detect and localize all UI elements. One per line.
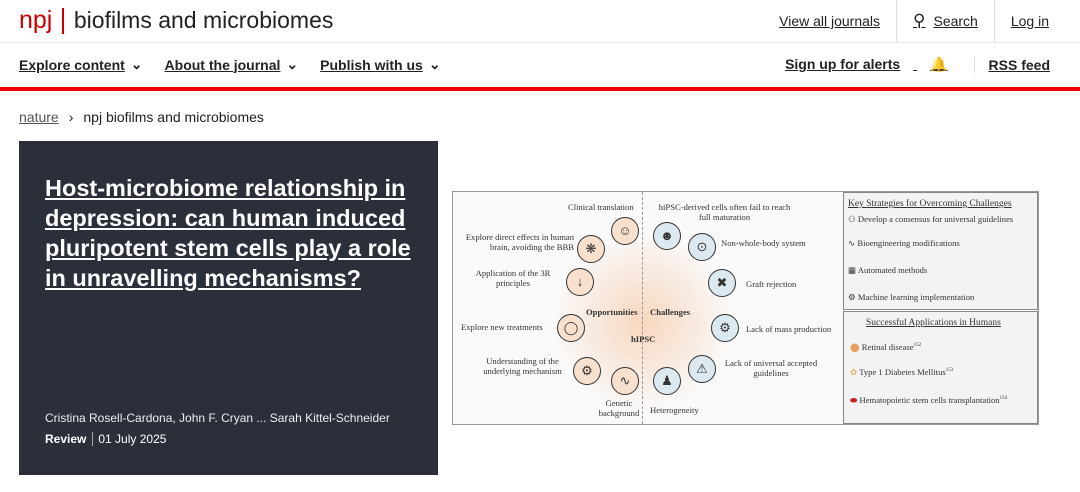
ref: 152: [913, 343, 922, 348]
alerts-label: Sign up for alerts: [785, 56, 901, 72]
strategy-label: Develop a consensus for universal guidel…: [857, 214, 1014, 224]
pancreas-icon: ✿: [850, 366, 858, 377]
blood-cell-icon: ⬬: [850, 394, 858, 405]
main-nav: Explore content ⌄ About the journal ⌄ Publ…: [19, 56, 441, 73]
warning-icon: ⚠: [688, 355, 716, 383]
fig-center-label: Challenges: [650, 307, 691, 317]
mouse-icon: ↓: [566, 268, 594, 296]
fig-center-label: Opportunities: [586, 307, 638, 317]
strategy-item: ⚙ Machine learning implementation: [848, 292, 975, 302]
figure-diagram: [453, 192, 841, 424]
application-label: Hematopoietic stem cells transplantation: [859, 394, 1000, 405]
fig-label: Clinical translation: [568, 202, 634, 212]
journal-name: biofilms and microbiomes: [73, 7, 334, 33]
conveyor-icon: ⚙: [711, 314, 739, 342]
figure-divider: [642, 192, 643, 424]
top-links: View all journals ⚲ Search Log in: [763, 0, 1080, 42]
nav-label: About the journal: [164, 56, 281, 73]
strategy-label: Machine learning implementation: [857, 292, 975, 302]
article-figure[interactable]: Clinical translation ☺ Explore direct ef…: [452, 191, 1039, 425]
brain-icon: ❋: [577, 235, 605, 263]
fig-label: Genetic background: [598, 398, 640, 418]
strategy-item: ▦ Automated methods: [848, 265, 928, 275]
fig-label: Graft rejection: [746, 279, 797, 289]
strategies-title: Key Strategies for Overcoming Challenges: [848, 199, 1012, 209]
nav-explore-content[interactable]: Explore content ⌄: [19, 56, 143, 73]
ref: 154: [999, 396, 1008, 401]
gears-icon: ⚙: [573, 357, 601, 385]
chevron-down-icon: ⌄: [286, 56, 299, 72]
fig-label: Non-whole-body system: [721, 238, 806, 248]
application-label: Retinal disease: [861, 341, 914, 352]
fig-label: Understanding of the underlying mechanis…: [483, 356, 562, 376]
journal-logo[interactable]: npj biofilms and microbiomes: [19, 6, 333, 35]
search-icon: ⚲: [913, 11, 926, 30]
breadcrumb-current: npj biofilms and microbiomes: [83, 109, 264, 125]
view-all-journals-link[interactable]: View all journals: [779, 13, 881, 29]
alerts-link[interactable]: Sign up for alerts 🔔: [759, 56, 973, 73]
article-meta: Review 01 July 2025: [45, 432, 166, 446]
nav-about-journal[interactable]: About the journal ⌄: [165, 56, 299, 73]
article-date: 01 July 2025: [92, 432, 166, 446]
chevron-down-icon: ⌄: [130, 56, 143, 72]
nav-right: Sign up for alerts 🔔 RSS feed: [759, 56, 1050, 73]
application-item: ⬤ Retinal disease152: [850, 341, 921, 352]
strategy-item: ⚇ Develop a consensus for universal guid…: [848, 214, 1014, 224]
applications-panel: Successful Applications in Humans ⬤ Reti…: [843, 311, 1038, 424]
nav-label: Publish with us: [320, 56, 423, 73]
fig-label: hiPSC-derived cells often fail to reach …: [658, 202, 791, 222]
person-icon: ☺: [611, 217, 639, 245]
ref: 153: [945, 368, 954, 373]
chevron-down-icon: ⌄: [428, 56, 441, 72]
nav-publish[interactable]: Publish with us ⌄: [320, 56, 440, 73]
cell-icon: ⊙: [688, 233, 716, 261]
fig-label: Heterogeneity: [650, 405, 699, 415]
fig-label: Lack of mass production: [746, 324, 832, 334]
people-icon: ♟: [653, 367, 681, 395]
strategy-label: Automated methods: [857, 265, 928, 275]
fig-label: Application of the 3R principles: [475, 268, 551, 288]
applications-title: Successful Applications in Humans: [866, 318, 1001, 328]
bell-icon: 🔔: [930, 56, 948, 72]
reject-icon: ✖: [708, 269, 736, 297]
pills-icon: ◯: [557, 314, 585, 342]
eye-icon: ⬤: [850, 341, 860, 352]
strategy-label: Bioengineering modifications: [857, 238, 960, 248]
breadcrumb: nature › npj biofilms and microbiomes: [19, 109, 264, 125]
login-link[interactable]: Log in: [993, 0, 1080, 42]
article-authors: Cristina Rosell-Cardona, John F. Cryan .…: [45, 411, 390, 425]
divider: [0, 42, 1080, 43]
strategies-panel: Key Strategies for Overcoming Challenges…: [843, 192, 1038, 310]
strategy-item: ∿ Bioengineering modifications: [848, 238, 960, 248]
dna-icon: ∿: [611, 367, 639, 395]
fig-label: Explore direct effects in human brain, a…: [465, 232, 574, 252]
fig-center-label: hIPSC: [631, 334, 656, 344]
application-item: ⬬ Hematopoietic stem cells transplantati…: [850, 394, 1007, 405]
search-label: Search: [933, 13, 978, 29]
article-type: Review: [45, 432, 87, 446]
logo-brand: npj: [19, 6, 53, 34]
application-label: Type 1 Diabetes Mellitus: [859, 366, 946, 377]
fig-label: Explore new treatments: [461, 322, 543, 332]
article-title-link[interactable]: Host-microbiome relationship in depressi…: [45, 175, 411, 291]
nav-label: Explore content: [19, 56, 125, 73]
rss-link[interactable]: RSS feed: [973, 56, 1050, 73]
chevron-right-icon: ›: [68, 109, 74, 125]
fig-label: Lack of universal accepted guidelines: [724, 358, 818, 378]
logo-divider: [62, 7, 64, 34]
application-item: ✿ Type 1 Diabetes Mellitus153: [850, 366, 953, 377]
baby-icon: ☻: [653, 222, 681, 250]
featured-article-card: Host-microbiome relationship in depressi…: [19, 141, 438, 475]
breadcrumb-nature[interactable]: nature: [19, 109, 59, 125]
brand-bar: [0, 87, 1080, 91]
search-link[interactable]: ⚲ Search: [896, 0, 994, 42]
